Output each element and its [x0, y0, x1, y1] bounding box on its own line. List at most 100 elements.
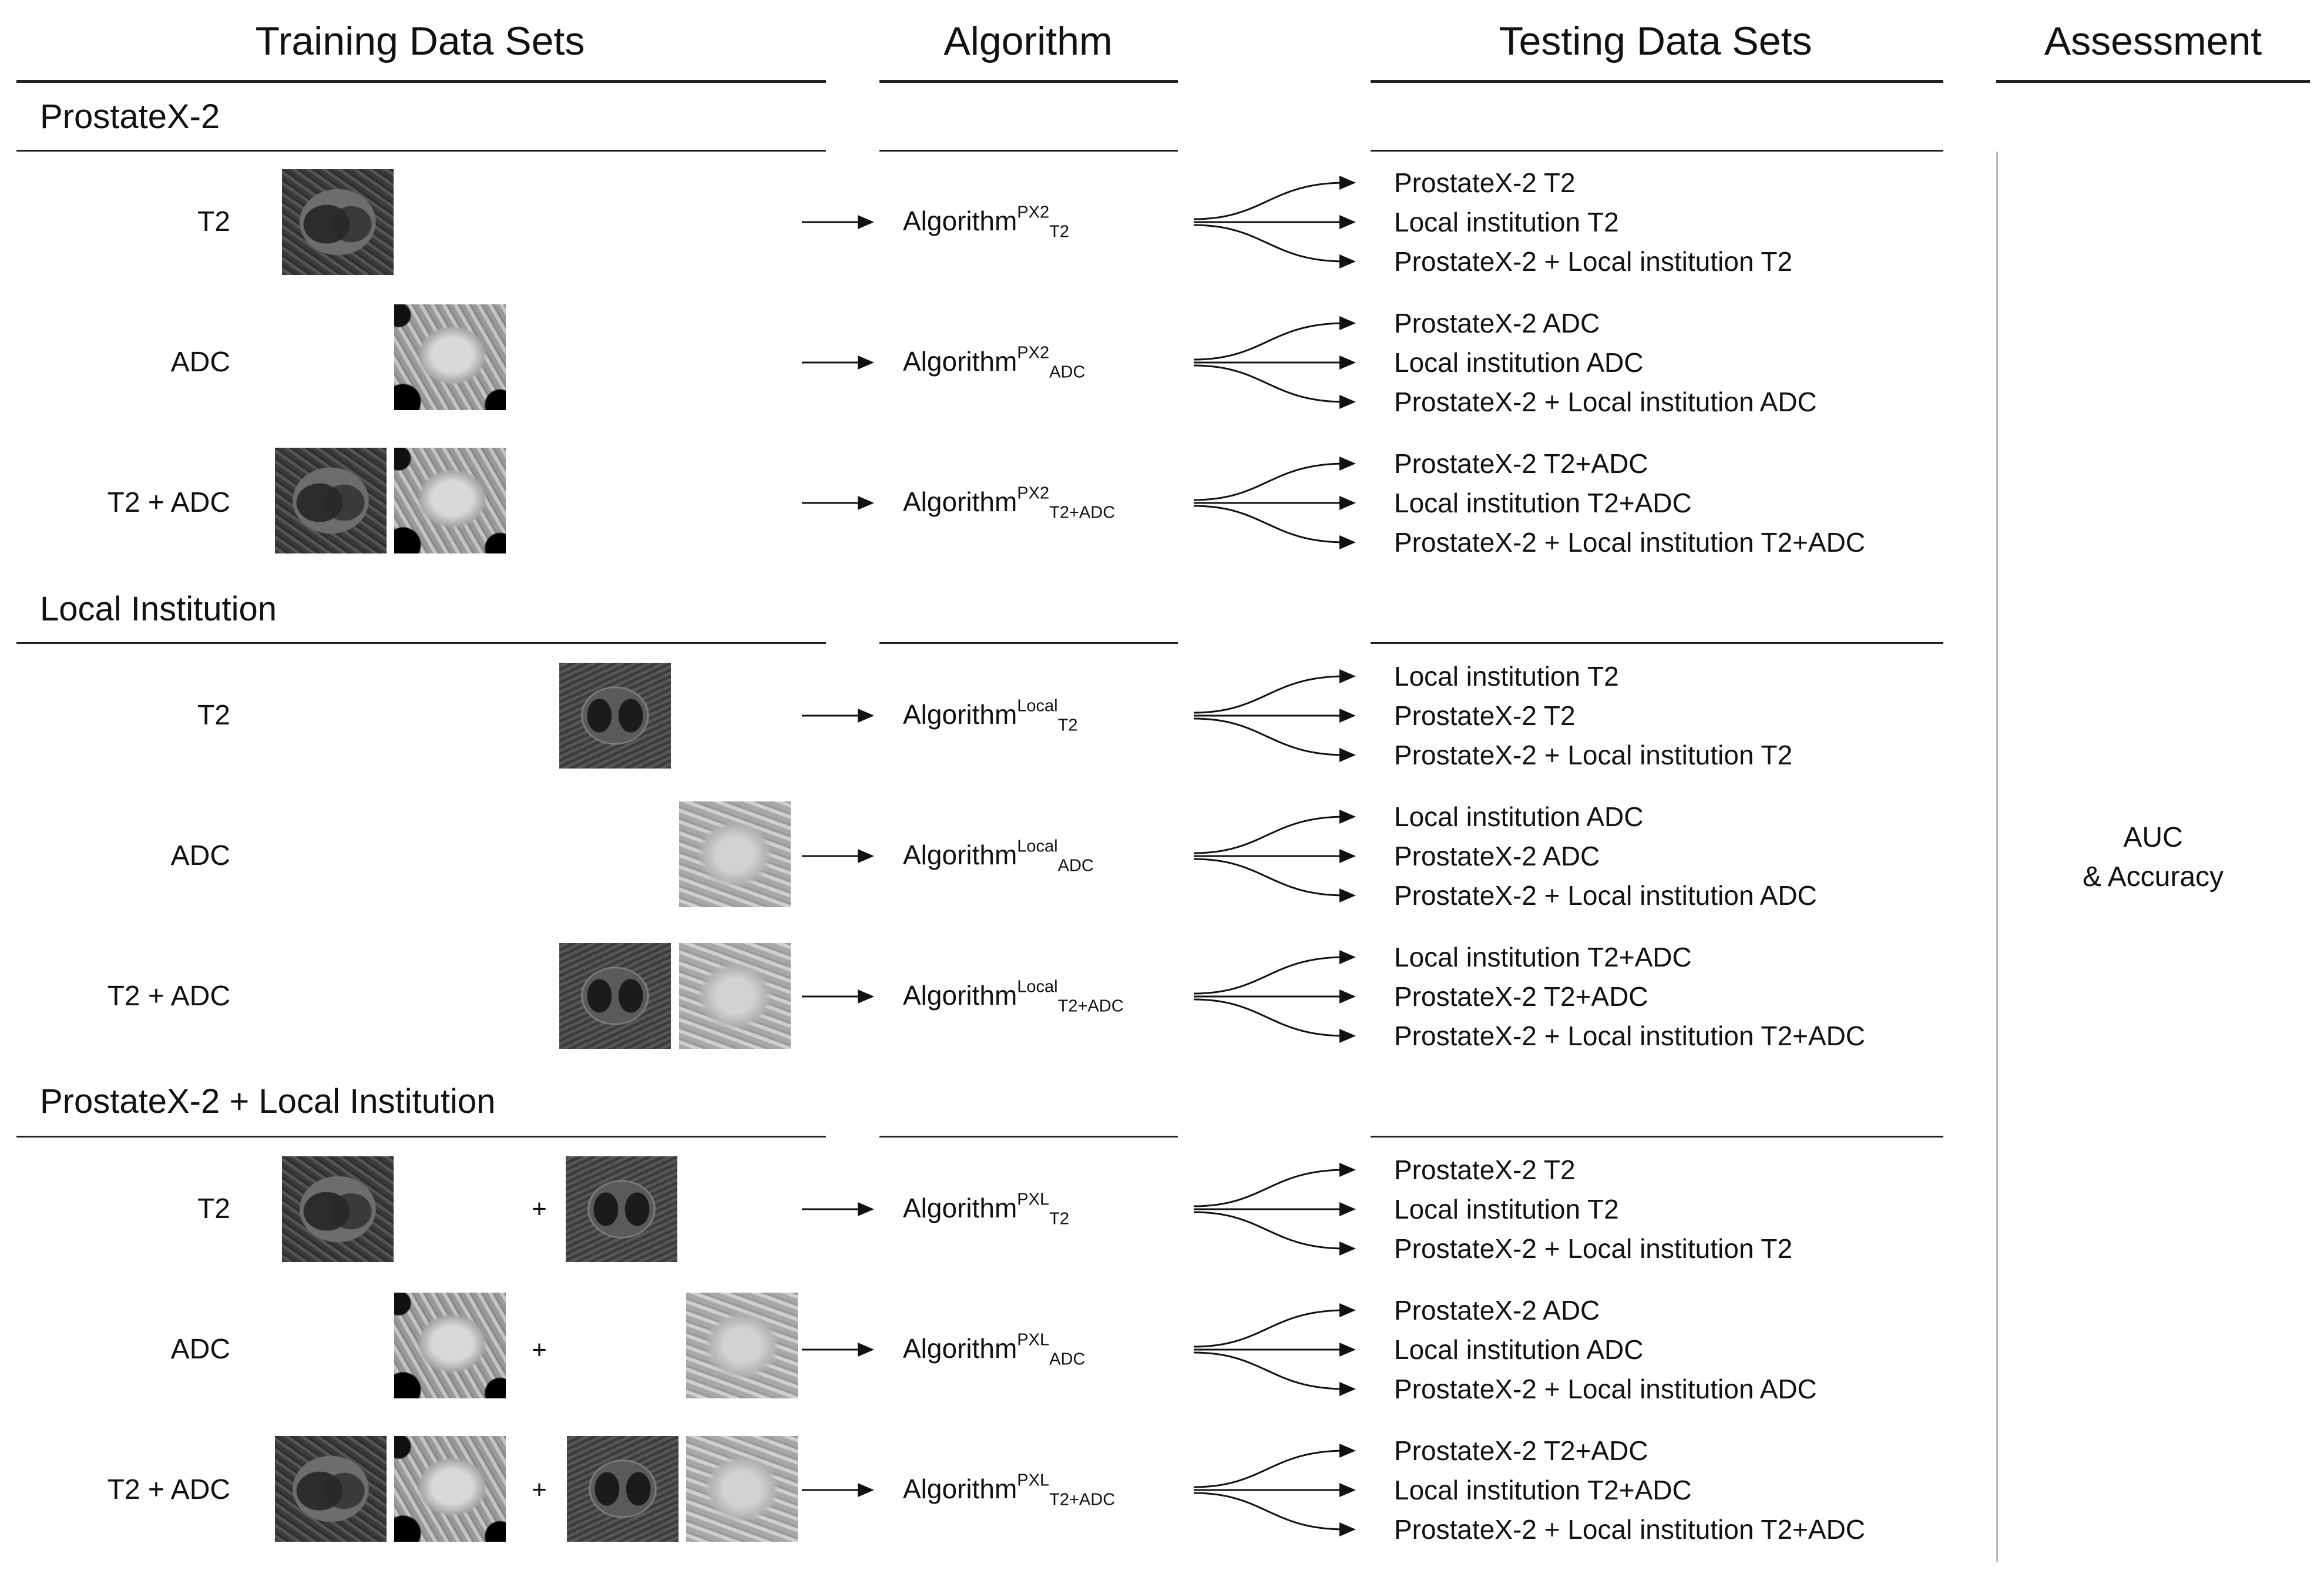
output-arrow-head	[1339, 1202, 1356, 1216]
algorithm-label: AlgorithmPXLT2	[903, 1190, 1069, 1229]
mri-thumbnail-t2	[275, 448, 387, 553]
modality-label: T2 + ADC	[107, 1474, 230, 1505]
mri-thumbnail-t2	[275, 1436, 387, 1542]
group-rule	[879, 1136, 1178, 1138]
header-algorithm: Algorithm	[943, 19, 1113, 63]
output-arrow-head	[1339, 1163, 1356, 1177]
test-dataset: ProstateX-2 + Local institution T2	[1394, 1233, 1793, 1264]
mri-thumbnail-adc	[679, 801, 791, 907]
algorithm-label: AlgorithmLocalT2	[903, 696, 1078, 735]
group-rule	[1371, 1136, 1943, 1138]
output-arrow-head	[1339, 1242, 1356, 1256]
output-arrow-down	[1193, 1351, 1346, 1390]
modality-label: T2 + ADC	[107, 981, 230, 1012]
test-dataset: Local institution ADC	[1394, 347, 1644, 378]
test-dataset: ProstateX-2 T2	[1394, 167, 1576, 198]
input-arrow-head	[858, 849, 874, 863]
mri-thumbnail-t2	[282, 1156, 394, 1262]
test-dataset: Local institution ADC	[1394, 1334, 1644, 1365]
test-dataset: ProstateX-2 ADC	[1394, 1295, 1600, 1326]
output-arrow-up	[1193, 182, 1346, 220]
output-arrow-head	[1339, 1343, 1356, 1357]
output-arrow-head	[1339, 849, 1356, 863]
assessment-line-1: AUC	[2123, 822, 2183, 853]
test-dataset: Local institution T2	[1394, 207, 1619, 237]
test-dataset: ProstateX-2 T2	[1394, 1155, 1576, 1185]
output-arrow-head	[1339, 1483, 1356, 1497]
mri-thumbnail-adc	[394, 1293, 506, 1398]
modality-label: T2	[197, 1193, 230, 1224]
plus-sign: +	[532, 1336, 547, 1364]
assessment-text: AUC & Accuracy	[2083, 818, 2224, 897]
test-dataset: Local institution T2+ADC	[1394, 942, 1692, 972]
output-arrow-down	[1193, 505, 1346, 543]
algorithm-label: AlgorithmPXLADC	[903, 1330, 1086, 1369]
group-rule	[16, 150, 826, 152]
algorithm-label: AlgorithmPXLT2+ADC	[903, 1471, 1116, 1509]
mri-thumbnail-adc	[686, 1436, 798, 1542]
algorithm-label: AlgorithmLocalT2+ADC	[903, 977, 1124, 1016]
assessment-divider	[1996, 152, 1998, 1562]
assessment-line-2: & Accuracy	[2082, 861, 2224, 893]
output-arrow-head	[1339, 669, 1356, 683]
output-arrow-head	[1339, 535, 1356, 549]
test-dataset: ProstateX-2 T2+ADC	[1394, 981, 1648, 1012]
group-rule	[879, 642, 1178, 644]
output-arrow-down	[1193, 858, 1346, 897]
output-arrow-down	[1193, 717, 1346, 756]
test-dataset: ProstateX-2 T2+ADC	[1394, 1435, 1648, 1466]
output-arrow-head	[1339, 316, 1356, 330]
header-testing: Testing Data Sets	[1499, 19, 1812, 63]
output-arrow-up	[1193, 322, 1346, 361]
input-arrow-head	[858, 1483, 874, 1497]
input-arrow-head	[858, 1343, 874, 1357]
output-arrow-up	[1193, 1169, 1346, 1207]
output-arrow-head	[1339, 395, 1356, 409]
header-rule-training	[16, 80, 826, 83]
group-rule	[879, 150, 1178, 152]
mri-thumbnail-t2	[566, 1156, 677, 1262]
output-arrow-head	[1339, 215, 1356, 229]
output-arrow-head	[1339, 989, 1356, 1004]
output-arrow-up	[1193, 675, 1346, 714]
test-dataset: ProstateX-2 ADC	[1394, 308, 1600, 338]
modality-label: ADC	[170, 840, 230, 871]
output-arrow-head	[1339, 1303, 1356, 1317]
input-arrow-head	[858, 989, 874, 1004]
test-dataset: Local institution T2	[1394, 661, 1619, 692]
output-arrow-up	[1193, 956, 1346, 995]
mri-thumbnail-adc	[394, 304, 506, 410]
input-arrow-head	[858, 355, 874, 370]
test-dataset: ProstateX-2 ADC	[1394, 841, 1600, 871]
output-arrow-head	[1339, 709, 1356, 723]
output-arrow-down	[1193, 1211, 1346, 1250]
mri-thumbnail-adc	[679, 943, 791, 1049]
algorithm-label: AlgorithmPX2ADC	[903, 343, 1086, 382]
plus-sign: +	[532, 1475, 547, 1504]
output-arrow-down	[1193, 224, 1346, 263]
header-rule-algorithm	[879, 80, 1178, 83]
output-arrow-head	[1339, 1444, 1356, 1458]
output-arrow-head	[1339, 810, 1356, 824]
output-arrow-up	[1193, 462, 1346, 501]
output-arrow-head	[1339, 176, 1356, 190]
test-dataset: ProstateX-2 T2	[1394, 700, 1576, 731]
test-dataset: ProstateX-2 T2+ADC	[1394, 448, 1648, 479]
output-arrow-up	[1193, 1450, 1346, 1488]
test-dataset: Local institution T2+ADC	[1394, 488, 1692, 518]
output-arrow-down	[1193, 998, 1346, 1037]
test-dataset: Local institution T2	[1394, 1194, 1619, 1224]
output-arrow-head	[1339, 1029, 1356, 1043]
output-arrow-down	[1193, 364, 1346, 403]
modality-label: ADC	[170, 347, 230, 378]
test-dataset: ProstateX-2 + Local institution ADC	[1394, 387, 1817, 417]
output-arrow-head	[1339, 254, 1356, 269]
algorithm-label: AlgorithmLocalADC	[903, 837, 1094, 875]
modality-label: T2	[197, 700, 230, 731]
test-dataset: ProstateX-2 + Local institution ADC	[1394, 880, 1817, 911]
test-dataset: ProstateX-2 + Local institution T2+ADC	[1394, 527, 1866, 558]
group-rule	[1371, 150, 1943, 152]
mri-thumbnail-adc	[394, 1436, 506, 1542]
